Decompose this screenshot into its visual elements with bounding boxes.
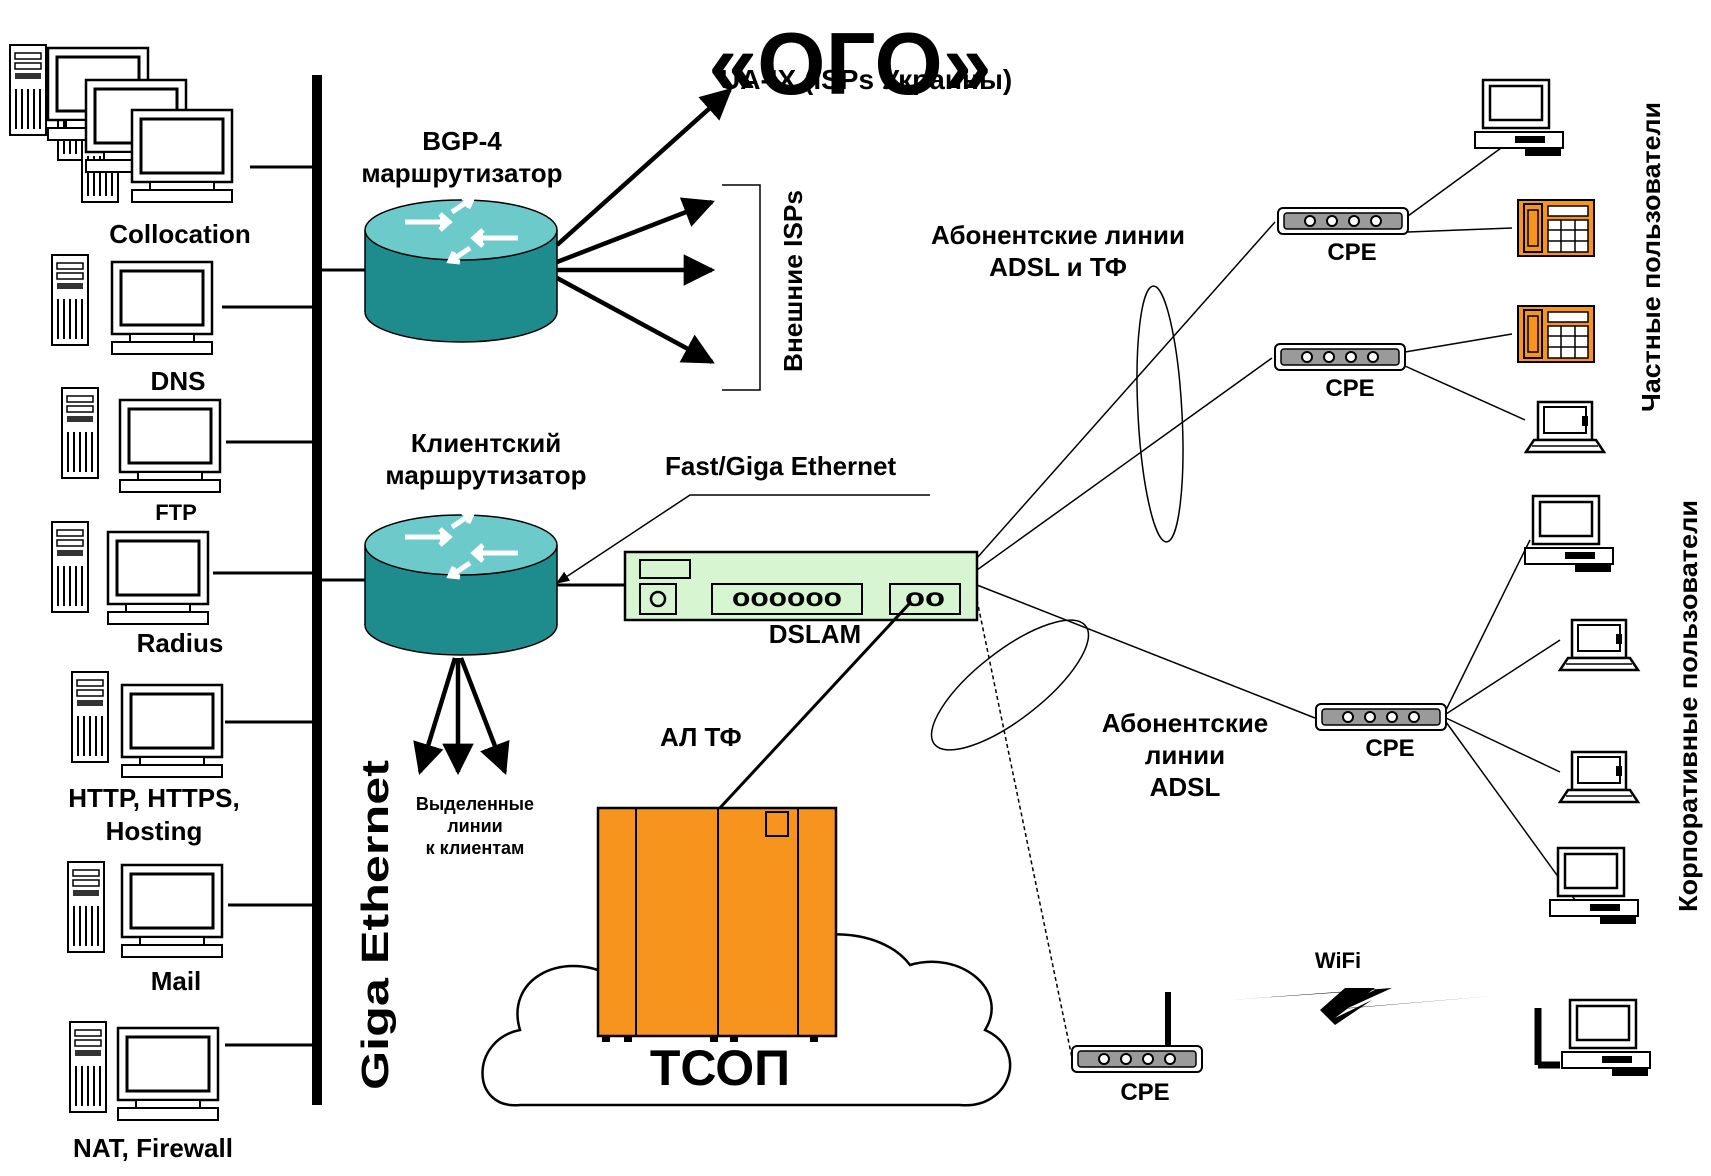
bgp-label-1: BGP-4 <box>422 126 502 156</box>
wifi-bolt-accent <box>1320 988 1375 1025</box>
corporate-user-links <box>1445 539 1576 901</box>
private-phone-2 <box>1517 305 1595 363</box>
server-mail <box>67 861 224 959</box>
server-nat <box>69 1021 220 1122</box>
cpe-1 <box>1277 207 1409 235</box>
bgp-router-icon <box>364 195 558 343</box>
leased-lines-label-2: линии <box>447 816 503 836</box>
wifi-client-pc <box>1534 998 1652 1078</box>
dslam-icon <box>623 550 979 622</box>
al-tf-line <box>716 601 912 812</box>
leased-line-arrows <box>413 657 510 776</box>
subscriber-lines-top-2: ADSL и ТФ <box>989 252 1127 282</box>
private-user-links <box>1404 139 1526 421</box>
private-laptop-1 <box>1524 400 1606 454</box>
dslam-ports: оооооо <box>732 582 842 612</box>
subscriber-lines-bottom-2: линии <box>1145 740 1225 770</box>
pstn-label: ТСОП <box>650 1040 790 1096</box>
subscriber-lines <box>930 221 1316 1059</box>
http-label-1: HTTP, HTTPS, <box>68 783 239 813</box>
external-isps-label: Внешние ISPs <box>778 190 808 372</box>
wifi-bolt <box>1230 988 1493 1010</box>
pstn-switch-icon <box>596 806 838 1042</box>
dslam-uplink-ports: оо <box>905 582 945 612</box>
nat-label: NAT, Firewall <box>73 1133 233 1163</box>
private-users-label: Частные пользователи <box>1636 102 1666 412</box>
cpe-4-label: CPE <box>1120 1079 1169 1106</box>
cpe-1-label: CPE <box>1327 239 1376 266</box>
server-collocation <box>9 44 234 204</box>
dslam-label: DSLAM <box>769 619 861 649</box>
subscriber-lines-top-1: Абонентские линии <box>931 220 1185 250</box>
fast-giga-pointer <box>555 494 930 584</box>
client-router-icon <box>364 510 558 656</box>
bgp-arrows <box>555 87 733 364</box>
server-http <box>71 671 224 779</box>
al-tf-label: АЛ ТФ <box>660 722 742 752</box>
cpe-2 <box>1274 343 1406 371</box>
server-radius <box>51 521 210 626</box>
subscriber-lines-bottom-1: Абонентские <box>1102 708 1269 738</box>
cpe-3-label: CPE <box>1365 735 1414 762</box>
corporate-users-label: Корпоративные пользователи <box>1673 500 1703 912</box>
cpe-3 <box>1315 703 1447 731</box>
cpe-2-label: CPE <box>1325 375 1374 402</box>
http-label-2: Hosting <box>106 816 203 846</box>
server-dns <box>51 254 214 356</box>
server-links <box>213 165 317 1047</box>
corporate-laptop-1 <box>1558 618 1640 672</box>
leased-lines-label-3: к клиентам <box>426 838 525 858</box>
wifi-label: WiFi <box>1315 948 1361 973</box>
mail-label: Mail <box>151 966 202 996</box>
subscriber-lines-bottom-3: ADSL <box>1150 772 1221 802</box>
private-pc-1 <box>1473 78 1565 158</box>
page-title: «ОГО» <box>708 14 992 113</box>
server-ftp <box>61 387 222 494</box>
fast-giga-label: Fast/Giga Ethernet <box>665 451 896 481</box>
corporate-laptop-2 <box>1558 750 1640 804</box>
dns-label: DNS <box>151 366 206 396</box>
uaix-label: UA-IX (ISPs Украины) <box>720 64 1012 95</box>
bgp-label-2: маршрутизатор <box>361 158 562 188</box>
radius-label: Radius <box>137 628 224 658</box>
client-router-label-1: Клиентский <box>411 428 561 458</box>
corporate-pc-2 <box>1548 846 1640 926</box>
client-router-label-2: маршрутизатор <box>385 460 586 490</box>
ftp-label: FTP <box>155 500 197 525</box>
collocation-label: Collocation <box>109 219 251 249</box>
cpe-4 <box>1071 1045 1203 1073</box>
leased-lines-label-1: Выделенные <box>416 794 534 814</box>
giga-ethernet-label: Giga Ethernet <box>355 760 397 1090</box>
external-isps-bracket <box>722 184 761 391</box>
corporate-pc-1 <box>1523 494 1615 574</box>
private-phone-1 <box>1517 199 1595 257</box>
